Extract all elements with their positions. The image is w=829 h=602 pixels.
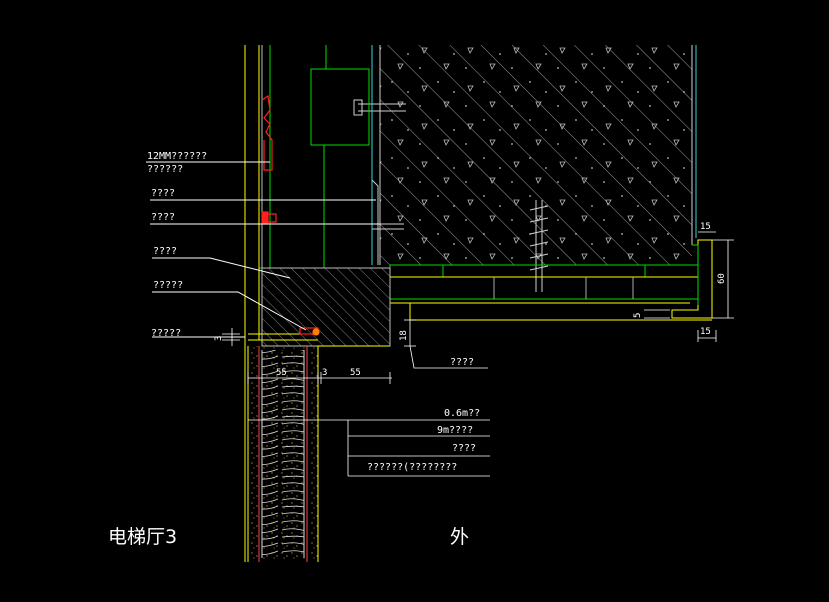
leader-label-1: 12MM?????? <box>147 151 207 162</box>
leader-label-4: ???? <box>153 246 177 257</box>
leader-label-5: ????? <box>153 280 183 291</box>
dimension-lines <box>222 231 734 384</box>
leader-label-3: ???? <box>151 212 175 223</box>
leader-label-1b: ?????? <box>147 164 183 175</box>
stack-note-1: 0.6m?? <box>444 408 480 419</box>
dim-55-a: 55 <box>276 368 287 378</box>
stack-leader <box>248 419 490 477</box>
room-label-right: 外 <box>450 526 469 548</box>
stack-note-4: ??????(???????? <box>367 462 457 473</box>
dim-3-left: 3 <box>214 336 224 341</box>
dim-55-b: 55 <box>350 368 361 378</box>
wall-section-vertical <box>244 45 319 562</box>
stack-note-3: ???? <box>452 443 476 454</box>
stack-note-2: 9m???? <box>437 425 473 436</box>
glass-bend <box>371 179 379 265</box>
steel-frame <box>259 45 390 269</box>
dim-5: 5 <box>633 313 643 318</box>
dim-3-mid: 3 <box>322 368 327 378</box>
right-note: ???? <box>450 357 474 368</box>
concrete-wall <box>371 45 697 265</box>
room-label-left: 电梯厅3 <box>108 526 177 548</box>
leader-lines <box>146 161 380 338</box>
dim-60: 60 <box>717 273 727 284</box>
dim-15-bot: 15 <box>700 327 711 337</box>
red-fixings <box>261 94 320 336</box>
base-block <box>261 267 391 347</box>
leader-label-6: ????? <box>151 328 181 339</box>
leader-label-2: ???? <box>151 188 175 199</box>
dim-18: 18 <box>399 330 409 341</box>
dim-15-top: 15 <box>700 222 711 232</box>
